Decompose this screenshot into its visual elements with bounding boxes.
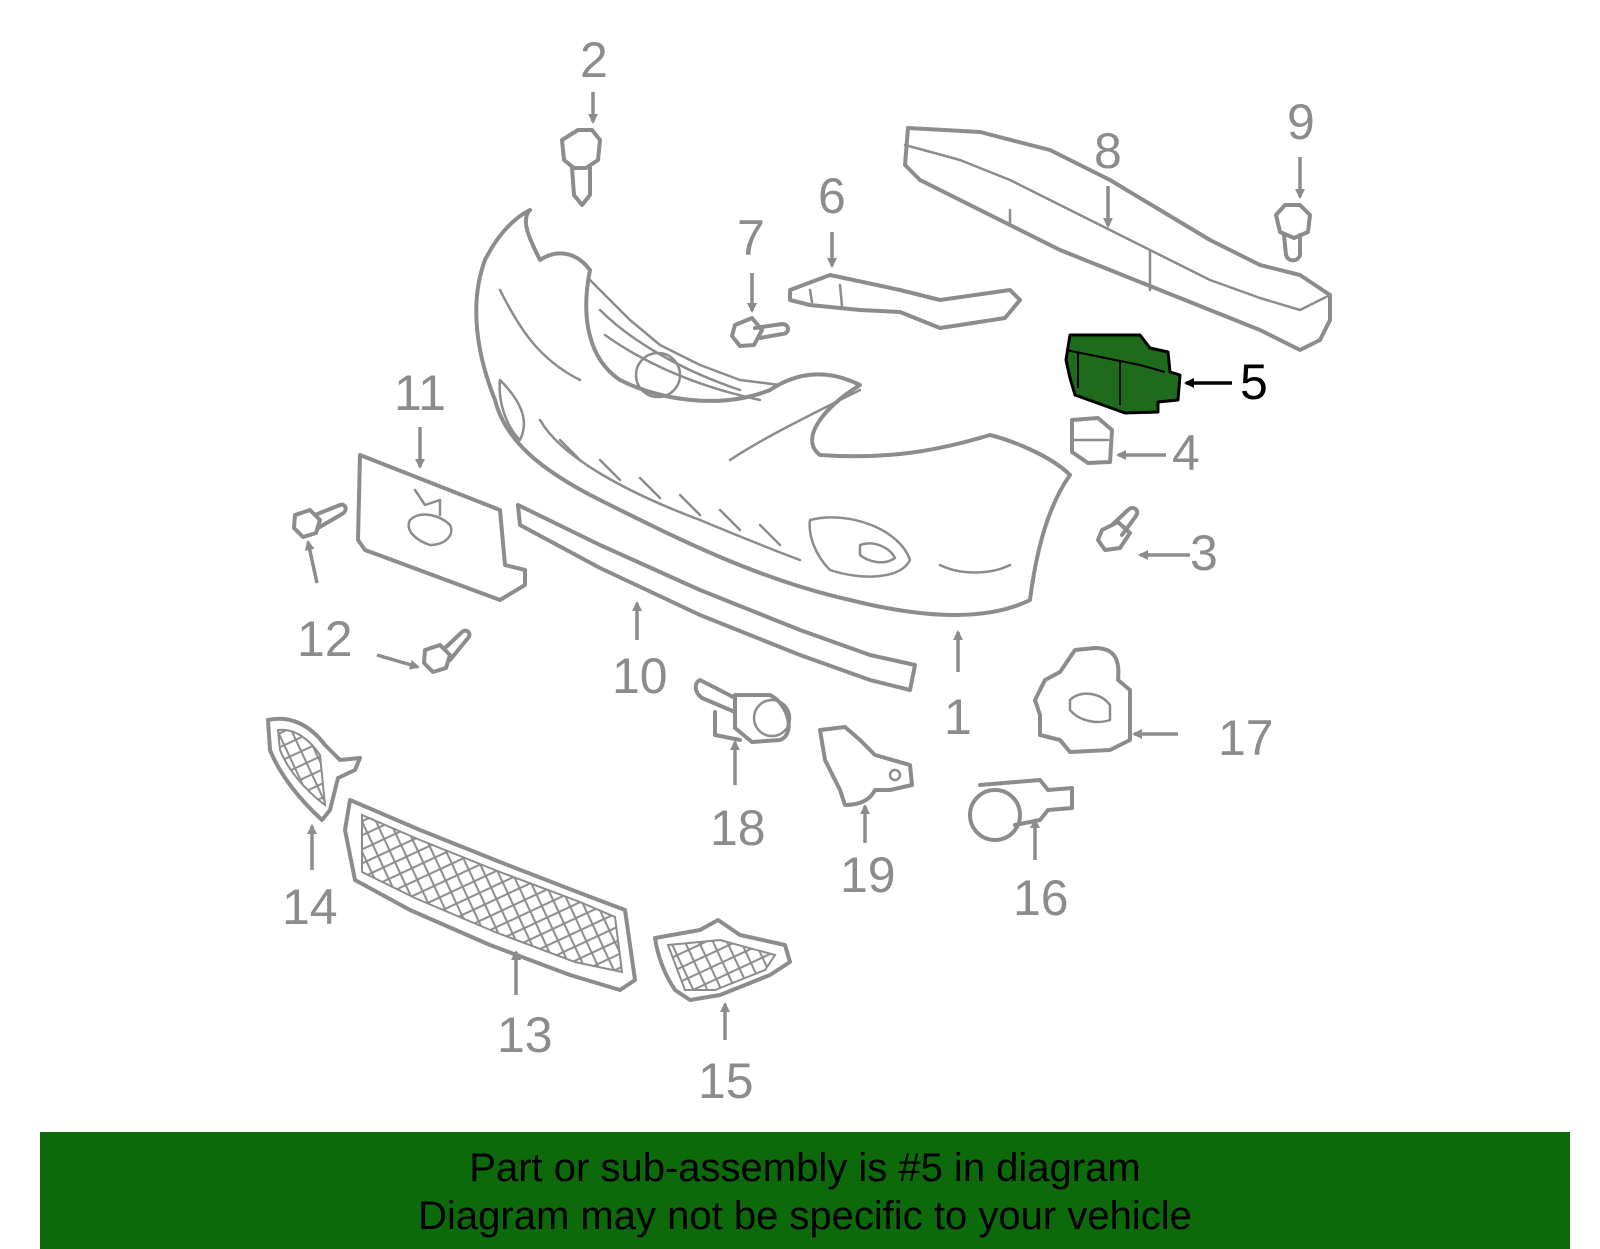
left-side-grille-part <box>266 716 362 822</box>
bolt-part <box>1096 505 1140 552</box>
banner-part-line: Part or sub-assembly is #5 in diagram <box>469 1146 1141 1190</box>
callout-5: 5 <box>1240 354 1268 410</box>
lower-strip-part <box>516 503 917 692</box>
callout-19: 19 <box>840 847 896 903</box>
lower-grille-part <box>343 798 637 992</box>
callout-1: 1 <box>944 689 972 745</box>
callout-2: 2 <box>580 32 608 88</box>
bracket-part-19 <box>818 725 914 807</box>
banner-disclaimer-line: Diagram may not be specific to your vehi… <box>418 1194 1192 1238</box>
callout-9: 9 <box>1287 94 1315 150</box>
callout-13: 13 <box>497 1007 553 1063</box>
parking-sensor-part <box>968 778 1074 842</box>
callout-8: 8 <box>1094 123 1122 179</box>
sensor-part-18 <box>693 678 792 744</box>
bolt-part-7 <box>730 316 790 348</box>
callout-16: 16 <box>1013 870 1069 926</box>
info-banner: Part or sub-assembly is #5 in diagram Di… <box>40 1132 1570 1249</box>
parts-diagram: 1 2 3 4 5 6 7 8 9 10 11 12 13 14 15 16 1… <box>266 32 1332 1109</box>
clip-part <box>1070 416 1114 465</box>
right-side-grille-part <box>653 918 792 1002</box>
bumper-cover-part <box>474 208 1072 617</box>
callout-3: 3 <box>1190 525 1218 581</box>
callout-numbers: 1 2 3 4 5 6 7 8 9 10 11 12 13 14 15 16 1… <box>282 32 1315 1109</box>
callout-11: 11 <box>394 365 446 421</box>
clip-fastener-part <box>560 128 602 207</box>
license-plate-bracket-part <box>356 453 527 602</box>
leader-lines <box>304 92 1305 1040</box>
side-bracket-part <box>788 273 1022 330</box>
callout-18: 18 <box>710 800 766 856</box>
callout-12: 12 <box>297 611 353 667</box>
callout-17: 17 <box>1218 710 1274 766</box>
callout-6: 6 <box>818 168 846 224</box>
callout-7: 7 <box>737 210 765 266</box>
callout-15: 15 <box>698 1053 754 1109</box>
callout-4: 4 <box>1172 425 1200 481</box>
highlighted-bracket-part-5 <box>1064 333 1182 415</box>
callout-14: 14 <box>282 879 338 935</box>
bolt-part-9 <box>1274 203 1312 263</box>
energy-absorber-part <box>903 126 1332 352</box>
bolt-part-12 <box>292 502 472 674</box>
callout-10: 10 <box>612 648 668 704</box>
sensor-bracket-part <box>1033 646 1132 754</box>
